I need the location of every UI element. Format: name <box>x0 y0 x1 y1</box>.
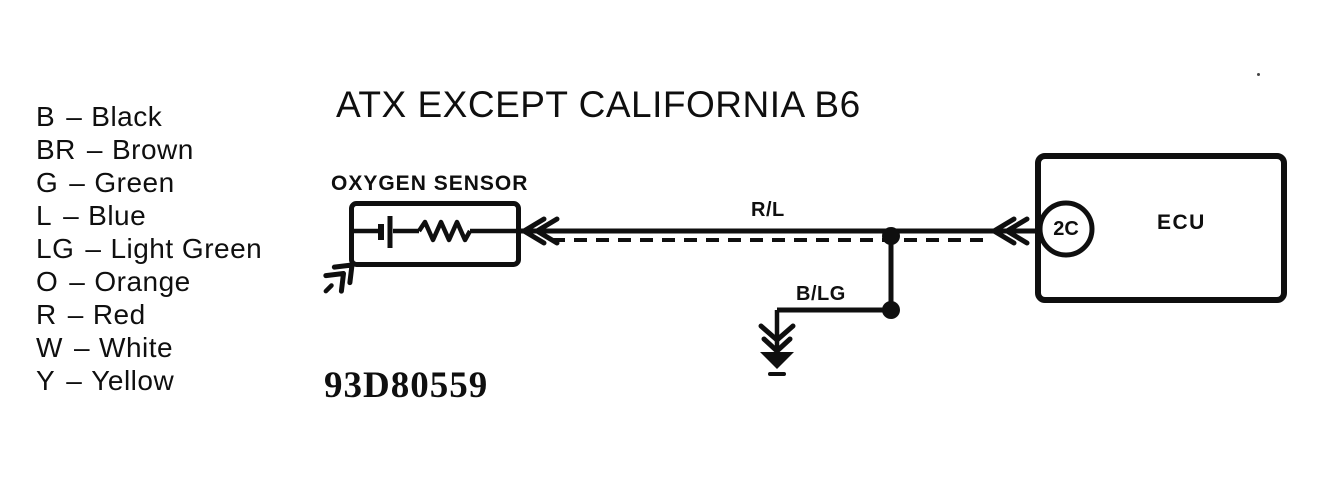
legend-row: R–Red <box>36 298 262 331</box>
case-ground-icon <box>323 262 355 294</box>
legend-dash: – <box>73 332 91 363</box>
ecu-label: ECU <box>1157 211 1206 234</box>
legend-dash: – <box>67 299 84 330</box>
legend-dash: – <box>69 167 86 198</box>
legend-dash: – <box>86 134 103 165</box>
ecu-connector-circle <box>1037 200 1095 258</box>
wire-label-rl: R/L <box>751 199 785 221</box>
color-name: Orange <box>94 266 191 297</box>
ecu-box <box>1035 153 1287 303</box>
legend-row: BR–Brown <box>36 133 262 166</box>
wire-color-legend: B–Black BR–Brown G–Green L–Blue LG–Light… <box>36 100 262 397</box>
color-name: Light Green <box>110 233 263 264</box>
battery-cell-icon <box>354 216 419 248</box>
ecu-connector-label: 2C <box>1053 217 1079 240</box>
color-name: Yellow <box>91 365 175 396</box>
legend-row: L–Blue <box>36 199 262 232</box>
color-code: B <box>36 101 56 132</box>
color-name: Brown <box>111 134 194 165</box>
legend-row: LG–Light Green <box>36 232 262 265</box>
connector-arrow-icon <box>521 216 560 246</box>
scan-speckle <box>1257 73 1260 76</box>
diagram-title: ATX EXCEPT CALIFORNIA B6 <box>336 84 861 125</box>
color-name: Red <box>92 299 146 330</box>
color-code: BR <box>36 134 76 165</box>
legend-row: W–White <box>36 331 262 364</box>
legend-dash: – <box>63 200 80 231</box>
legend-dash: – <box>85 233 102 264</box>
color-name: Green <box>94 167 175 198</box>
color-name: Black <box>91 101 163 132</box>
oxygen-sensor-box <box>323 201 521 294</box>
legend-row: G–Green <box>36 166 262 199</box>
wire-label-blg: B/LG <box>796 283 846 305</box>
color-name: White <box>99 332 174 363</box>
color-code: O <box>36 266 59 297</box>
color-code: LG <box>36 233 75 264</box>
signal-wire <box>521 228 1040 242</box>
legend-row: Y–Yellow <box>36 364 262 397</box>
legend-dash: – <box>66 101 83 132</box>
resistor-icon <box>417 219 519 243</box>
figure-id: 93D80559 <box>324 365 489 406</box>
color-code: W <box>36 332 63 363</box>
ground-branch-wire <box>758 227 900 376</box>
ground-icon <box>758 323 796 376</box>
legend-row: O–Orange <box>36 265 262 298</box>
legend-row: B–Black <box>36 100 262 133</box>
color-code: Y <box>36 365 56 396</box>
legend-dash: – <box>66 365 83 396</box>
color-code: G <box>36 167 59 198</box>
color-code: L <box>36 200 53 231</box>
color-code: R <box>36 299 57 330</box>
oxygen-sensor-label: OXYGEN SENSOR <box>331 172 529 195</box>
connector-arrow-icon <box>991 216 1030 246</box>
legend-dash: – <box>69 266 86 297</box>
color-name: Blue <box>88 200 147 231</box>
